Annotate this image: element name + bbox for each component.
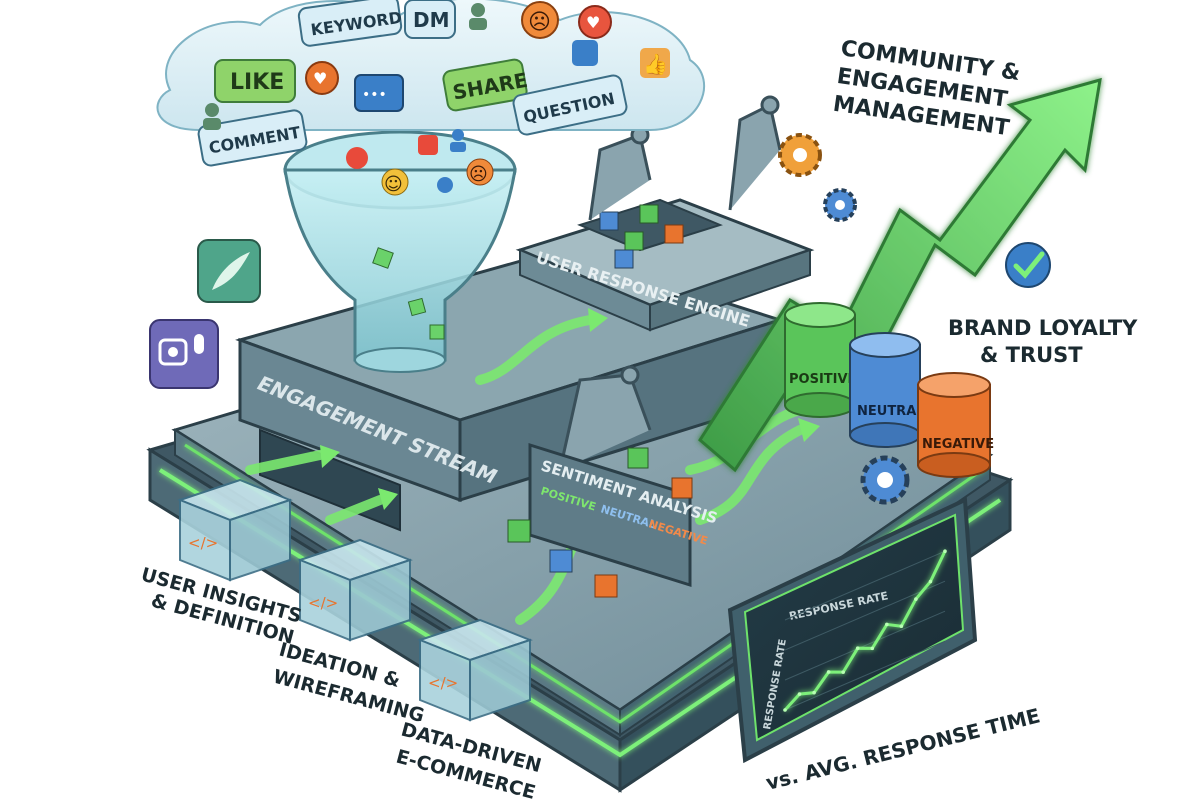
chart-point xyxy=(885,622,889,627)
user-response-engine: USER RESPONSE ENGINE xyxy=(515,198,815,332)
stage-box-1: </> xyxy=(177,478,293,582)
chart-point xyxy=(826,670,831,674)
chart-point xyxy=(928,579,933,584)
cylinder-positive-label: POSITIVE xyxy=(789,372,856,387)
title-block: COMMUNITY & ENGAGEMENT MANAGEMENT xyxy=(831,36,1021,141)
sentiment-analysis-panel: SENTIMENT ANALYSIS POSITIVE NEUTRAL NEGA… xyxy=(507,442,720,598)
cylinder-neutral-label: NEUTRAL xyxy=(857,404,925,419)
heart-bubble-glyph: ♥ xyxy=(313,69,327,88)
cylinder-negative-label: NEGATIVE xyxy=(922,437,994,452)
funnel-emojis: ☺ ☹ xyxy=(346,135,494,196)
gear-icons xyxy=(778,133,910,505)
angry-emoji-glyph: ☹ xyxy=(528,10,551,35)
chart-point xyxy=(870,646,875,651)
chart-point xyxy=(899,624,904,629)
cylinder-neutral: NEUTRAL xyxy=(849,332,925,448)
brand-line-2: & TRUST xyxy=(980,343,1083,367)
check-icon xyxy=(1005,242,1051,288)
brand-line-1: BRAND LOYALTY xyxy=(948,316,1138,340)
bubble-keyword: KEYWORD xyxy=(297,0,403,47)
stage-2-code-icon: </> xyxy=(308,594,338,612)
chart-point xyxy=(797,692,802,696)
angry-emoji-icon: ☹ xyxy=(521,1,559,39)
chart-point xyxy=(783,708,787,712)
chart-point xyxy=(841,670,845,674)
bubble-dm: DM xyxy=(404,0,456,39)
chart-plot xyxy=(783,549,947,712)
stage-box-2: </> xyxy=(297,538,413,642)
cylinder-positive: POSITIVE xyxy=(784,302,856,418)
bubble-like: LIKE xyxy=(214,59,296,103)
stage-box-3: </> xyxy=(417,618,533,722)
heart-icon-right: ♥ xyxy=(578,5,612,39)
brand-loyalty-label: BRAND LOYALTY & TRUST xyxy=(948,316,1138,367)
response-chart-panel: RESPONSE RATE RESPONSE RATE xyxy=(727,496,978,764)
chat-icon: ••• xyxy=(354,74,404,112)
robot-arms xyxy=(558,95,782,471)
chart-gridline xyxy=(784,640,946,711)
bubble-share: SHARE xyxy=(442,58,529,112)
thumbs-up-glyph: 👍 xyxy=(643,52,668,76)
angry-emoji-small: ☹ xyxy=(469,164,488,185)
bubble-comment: COMMENT xyxy=(197,109,308,167)
chart-point xyxy=(812,690,816,695)
stage-1-code-icon: </> xyxy=(188,534,218,552)
cloud-icons: ••• ♥ ♥ ☹ 👍 ☺ xyxy=(203,1,670,196)
happy-emoji-glyph: ☺ xyxy=(384,174,403,195)
bubble-dm-label: DM xyxy=(413,8,450,32)
chat-icon-dots: ••• xyxy=(362,87,387,103)
chart-gridline xyxy=(784,550,946,621)
bubble-like-label: LIKE xyxy=(230,70,284,95)
chart-point xyxy=(943,549,947,553)
cylinder-negative: NEGATIVE xyxy=(917,372,994,478)
heart-right-glyph: ♥ xyxy=(586,13,600,32)
app-icons xyxy=(149,239,261,389)
stage-3-code-icon: </> xyxy=(428,674,458,692)
chart-point xyxy=(914,597,918,601)
chart-gridline xyxy=(784,580,946,651)
thumbs-up-icon: 👍 xyxy=(572,40,670,78)
chart-point xyxy=(855,646,860,650)
chart-series-line xyxy=(783,550,947,712)
chart-gridline xyxy=(784,610,946,681)
heart-bubble-icon: ♥ xyxy=(305,61,339,95)
user-icon xyxy=(203,3,487,152)
